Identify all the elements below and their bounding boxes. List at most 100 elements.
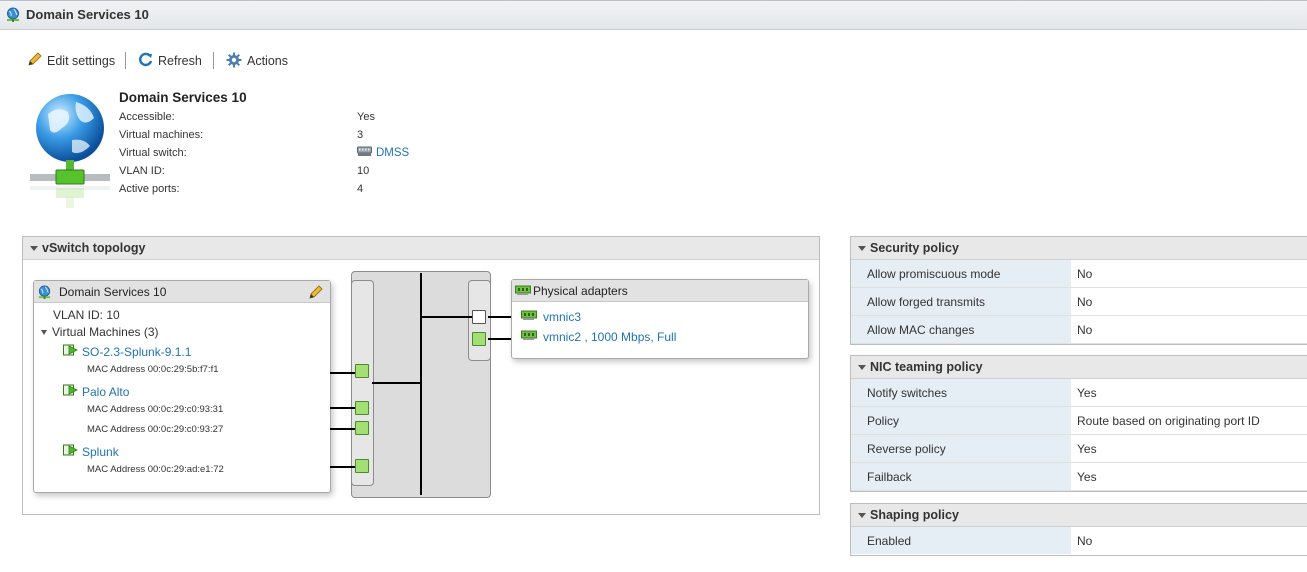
- security-policy-header[interactable]: Security policy: [851, 237, 1307, 260]
- refresh-button[interactable]: Refresh: [138, 52, 202, 70]
- edit-settings-button[interactable]: Edit settings: [27, 52, 115, 70]
- wire: [330, 466, 355, 468]
- topology-panel-title: vSwitch topology: [42, 241, 146, 255]
- vm-icon: [63, 443, 78, 460]
- vm-name[interactable]: SO-2.3-Splunk-9.1.1: [82, 344, 192, 359]
- virtual-switch-value[interactable]: DMSS: [376, 147, 410, 159]
- mac-address: MAC Address 00:0c:29:ad:e1:72: [87, 464, 224, 475]
- portgroup-box: Domain Services 10 VLAN ID: 10 Virtual M…: [33, 280, 331, 493]
- nic-teaming-policy-header[interactable]: NIC teaming policy: [851, 356, 1307, 379]
- adapter-item[interactable]: vmnic2 , 1000 Mbps, Full: [521, 330, 676, 344]
- window-title: Domain Services 10: [26, 7, 149, 22]
- network-globe-icon: [37, 285, 52, 303]
- policy-value: No: [1077, 295, 1093, 309]
- mac-address: MAC Address 00:0c:29:5b:f7:f1: [87, 364, 219, 375]
- vm-name[interactable]: Splunk: [82, 444, 119, 459]
- prop-label-virtual-machines: Virtual machines:: [119, 129, 204, 141]
- vm-name[interactable]: Palo Alto: [82, 384, 130, 399]
- expand-caret-icon: [41, 329, 47, 335]
- edit-settings-label: Edit settings: [47, 54, 116, 68]
- mac-address: MAC Address 00:0c:29:c0:93:31: [87, 404, 224, 415]
- nic-icon: [521, 310, 537, 324]
- uplink-port-icon[interactable]: [472, 310, 486, 324]
- policy-key: Allow MAC changes: [851, 316, 1071, 343]
- policy-row: Reverse policy Yes: [851, 435, 1307, 463]
- wire: [330, 372, 355, 374]
- policy-value: Yes: [1077, 470, 1097, 484]
- policy-key: Failback: [851, 463, 1071, 490]
- prop-label-virtual-switch: Virtual switch:: [119, 147, 187, 159]
- title-bar: Domain Services 10: [0, 0, 1307, 30]
- actions-label: Actions: [247, 54, 288, 68]
- uplink-port-icon[interactable]: [472, 332, 486, 346]
- policy-key: Allow forged transmits: [851, 288, 1071, 315]
- collapse-caret-icon[interactable]: [30, 246, 38, 251]
- vswitch-icon: [357, 146, 372, 160]
- network-name: Domain Services 10: [119, 90, 247, 105]
- vm-port-icon[interactable]: [355, 364, 369, 378]
- wire: [330, 407, 355, 409]
- physical-adapters-title: Physical adapters: [533, 284, 628, 298]
- policy-row: Allow MAC changes No: [851, 316, 1307, 344]
- policy-row: Failback Yes: [851, 463, 1307, 491]
- collapse-caret-icon[interactable]: [858, 246, 866, 251]
- portgroup-header: Domain Services 10: [34, 281, 330, 303]
- vm-icon: [63, 383, 78, 400]
- physical-adapters-box: Physical adapters vmnic3 vmnic2 , 1000 M…: [511, 279, 809, 359]
- policy-value: Yes: [1077, 442, 1097, 456]
- portgroup-name: Domain Services 10: [59, 285, 167, 299]
- virtual-switch-link[interactable]: DMSS: [357, 146, 409, 160]
- mac-address: MAC Address 00:0c:29:c0:93:27: [87, 424, 224, 435]
- prop-value-vlan-id: 10: [357, 165, 370, 177]
- refresh-label: Refresh: [158, 54, 202, 68]
- wire: [330, 428, 355, 430]
- physical-adapters-header: Physical adapters: [512, 280, 808, 302]
- policy-key: Enabled: [851, 527, 1071, 554]
- adapter-name[interactable]: vmnic2 , 1000 Mbps, Full: [543, 330, 677, 344]
- switch-backbone: [420, 273, 422, 495]
- shaping-policy-title: Shaping policy: [870, 508, 959, 522]
- policy-value: No: [1077, 323, 1093, 337]
- edit-portgroup-pencil-icon[interactable]: [308, 285, 323, 303]
- adapter-name[interactable]: vmnic3: [543, 310, 582, 324]
- collapse-caret-icon[interactable]: [858, 365, 866, 370]
- policy-value: No: [1077, 267, 1093, 281]
- vm-icon: [63, 343, 78, 360]
- policy-key: Reverse policy: [851, 435, 1071, 462]
- adapter-item[interactable]: vmnic3: [521, 310, 581, 324]
- prop-label-active-ports: Active ports:: [119, 183, 180, 195]
- vm-port-column: [351, 280, 374, 486]
- vm-item[interactable]: Splunk: [63, 443, 119, 460]
- virtual-machines-toggle[interactable]: Virtual Machines (3): [41, 325, 159, 339]
- vm-port-icon[interactable]: [355, 401, 369, 415]
- shaping-policy-header[interactable]: Shaping policy: [851, 504, 1307, 527]
- network-globe-icon: [28, 92, 112, 215]
- policy-row: Allow forged transmits No: [851, 288, 1307, 316]
- portgroup-vlan: VLAN ID: 10: [53, 308, 120, 322]
- policy-value: No: [1077, 534, 1093, 548]
- topology-panel-header[interactable]: vSwitch topology: [23, 237, 819, 260]
- virtual-machines-header: Virtual Machines (3): [52, 325, 159, 339]
- policy-value: Yes: [1077, 386, 1097, 400]
- vm-port-icon[interactable]: [355, 459, 369, 473]
- prop-value-active-ports: 4: [357, 183, 364, 195]
- vm-item[interactable]: SO-2.3-Splunk-9.1.1: [63, 343, 191, 360]
- vm-port-icon[interactable]: [355, 421, 369, 435]
- wire: [422, 316, 472, 318]
- pencil-icon: [27, 52, 42, 70]
- wire: [488, 338, 513, 340]
- policy-value: Route based on originating port ID: [1077, 414, 1260, 428]
- toolbar-divider: [125, 52, 126, 69]
- vm-item[interactable]: Palo Alto: [63, 383, 129, 400]
- nic-icon: [521, 330, 537, 344]
- actions-button[interactable]: Actions: [226, 52, 288, 70]
- nic-teaming-policy-title: NIC teaming policy: [870, 360, 983, 374]
- network-globe-icon: [5, 7, 21, 26]
- prop-label-accessible: Accessible:: [119, 111, 175, 123]
- collapse-caret-icon[interactable]: [858, 513, 866, 518]
- refresh-icon: [138, 52, 153, 70]
- policy-row: Enabled No: [851, 527, 1307, 555]
